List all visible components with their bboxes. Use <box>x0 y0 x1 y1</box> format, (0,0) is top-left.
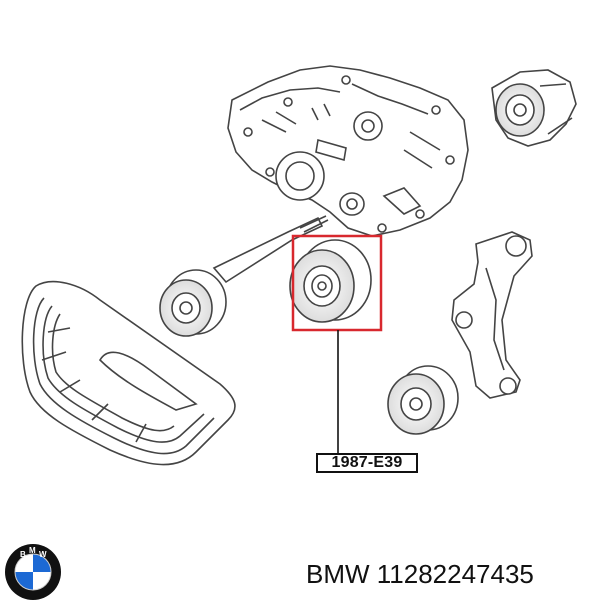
highlighted-pulley <box>289 239 372 323</box>
part-caption: BMW 11282247435 <box>306 559 534 589</box>
belt-tensioner <box>491 69 577 147</box>
left-idler-pulley <box>159 269 227 337</box>
ribbed-belt <box>21 280 236 466</box>
mounting-bracket <box>451 231 533 399</box>
lower-idler-pulley <box>387 365 459 435</box>
small-idler-pulley <box>339 192 365 216</box>
logo-letter-w: W <box>39 550 47 559</box>
engine-block <box>227 65 469 237</box>
bmw-logo: B M W <box>4 543 62 601</box>
logo-letter-m: M <box>29 546 36 555</box>
part-number-label: 1987-E39 <box>316 453 418 473</box>
bmw-roundel-icon <box>5 544 61 600</box>
highlight-box <box>291 234 383 332</box>
tensioner-arm <box>212 215 329 284</box>
logo-letter-b: B <box>20 550 26 559</box>
